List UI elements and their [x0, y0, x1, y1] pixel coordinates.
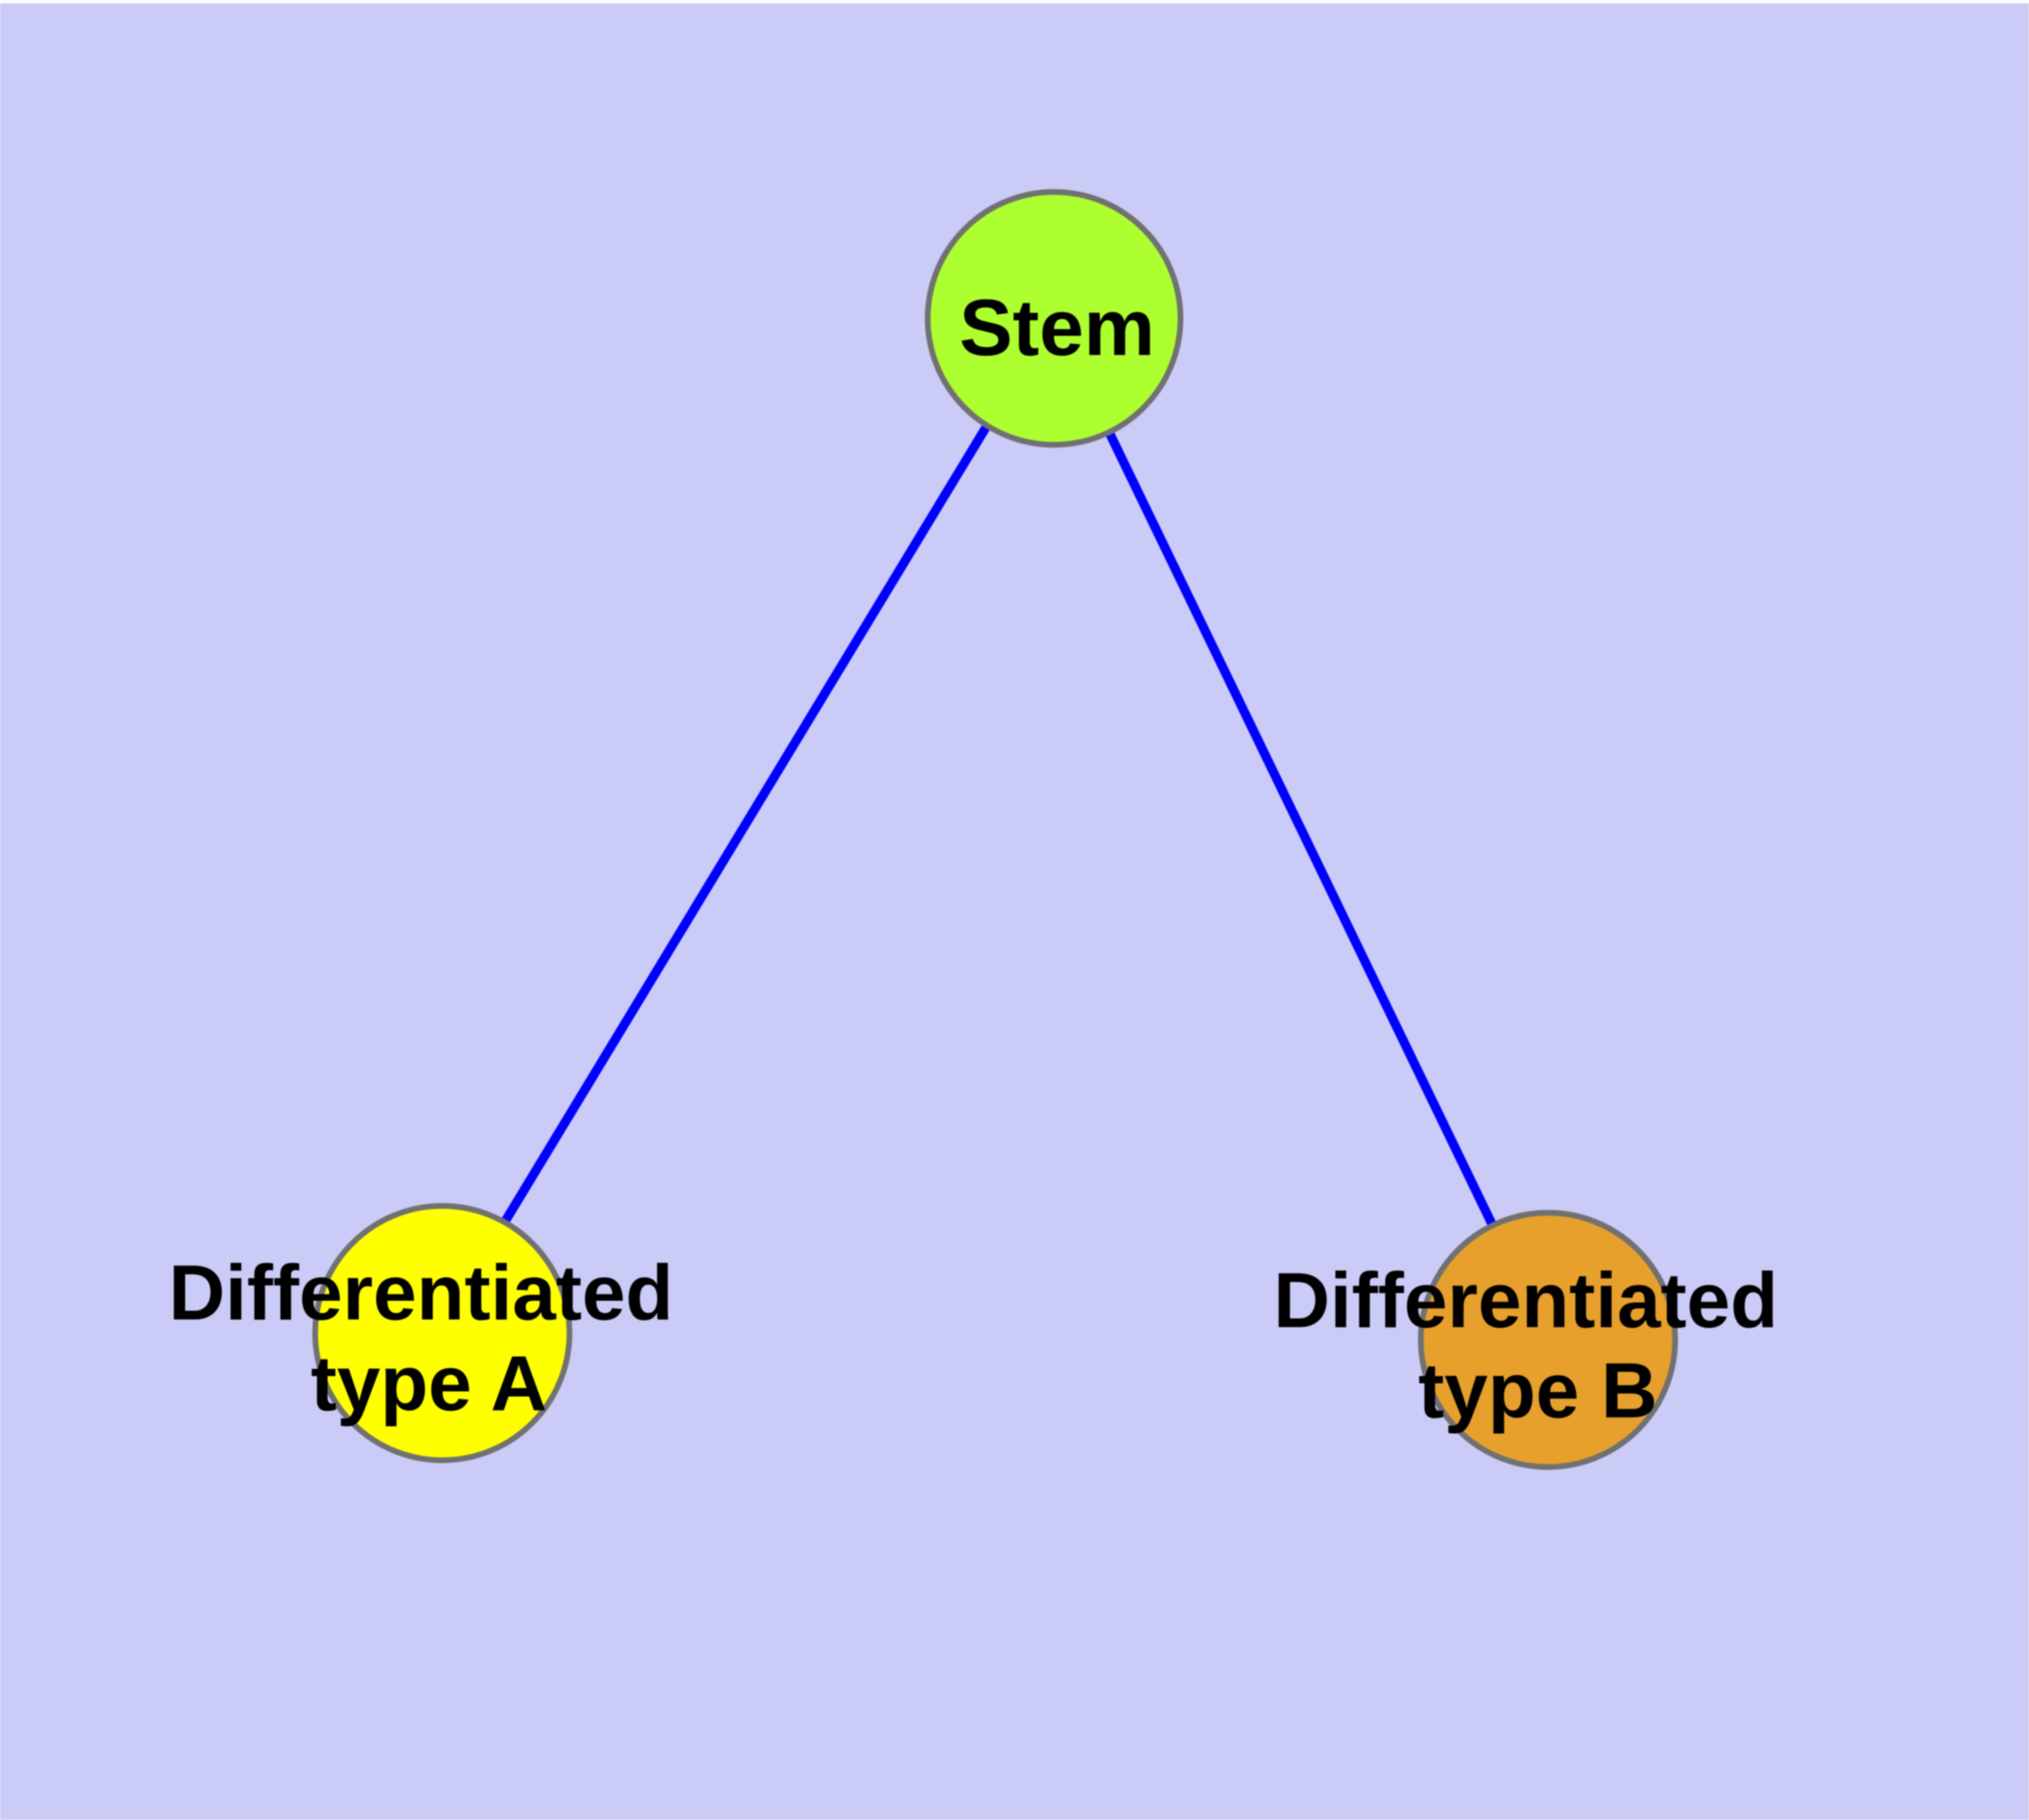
svg-text:Differentiated: Differentiated	[169, 1250, 673, 1336]
svg-text:type B: type B	[1418, 1348, 1657, 1434]
svg-text:Stem: Stem	[959, 283, 1155, 372]
svg-text:type A: type A	[311, 1341, 547, 1428]
svg-text:Differentiated: Differentiated	[1273, 1257, 1778, 1344]
